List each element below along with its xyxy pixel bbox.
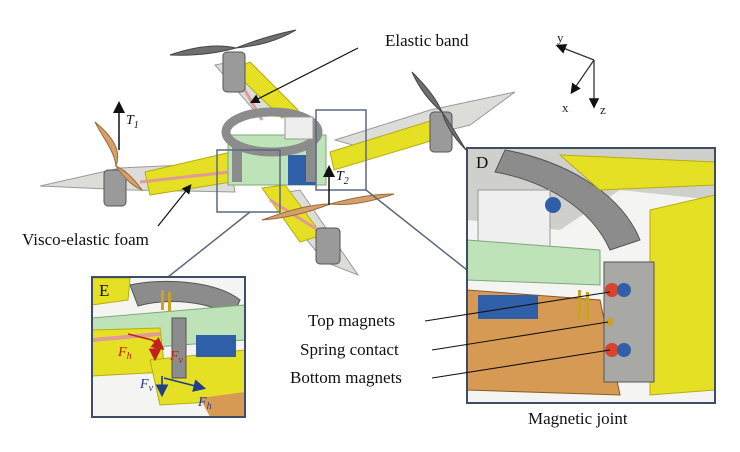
propeller-top [169, 29, 297, 56]
force-label-fh-red: Fh [117, 345, 132, 362]
foam-top-d [558, 154, 715, 191]
ring-d [494, 149, 641, 251]
panel-d-letter: D [476, 153, 488, 172]
force-label-fv-red: Fv [169, 349, 184, 366]
force-arrow-fh-red [127, 333, 165, 350]
callout-line-d [365, 189, 468, 271]
elastic-band-label: Elastic band [385, 31, 469, 50]
white-block-d [477, 189, 551, 251]
detail-panel-e [92, 277, 245, 417]
axis-y [555, 43, 595, 61]
axis-y-label: y [557, 30, 564, 45]
spring-contact-pin [586, 292, 589, 320]
panel-e-letter: E [99, 281, 109, 300]
center-post [306, 142, 316, 182]
spring-contact-dot [606, 318, 614, 326]
bottom-magnets-label: Bottom magnets [290, 368, 402, 387]
blue-block-d [478, 295, 538, 319]
detail-panel-e-frame [91, 276, 246, 418]
orange-base-e [200, 392, 245, 417]
motor-pod-bottom [315, 227, 341, 265]
detail-panel-d-frame [466, 147, 716, 404]
pin-e [168, 292, 171, 312]
top-magnets-pointer [424, 291, 611, 322]
motor-pod-top [222, 51, 246, 93]
band-e [92, 332, 161, 342]
spring-contact-pointer [431, 321, 609, 351]
center-block [284, 116, 314, 140]
pin-e [161, 290, 164, 310]
callout-line-e [167, 211, 251, 278]
board-d [467, 239, 601, 286]
propeller-bottom [261, 193, 395, 221]
coordinate-axes: y x z [555, 30, 606, 117]
bottom-magnet [617, 343, 631, 357]
axis-z-label: z [600, 102, 606, 117]
elastic-band-pointer [249, 47, 359, 104]
motor-pod-left [103, 169, 127, 207]
thrust-label-t1: T1 [126, 113, 139, 131]
motor-pod-right [429, 111, 453, 153]
center-ring [221, 107, 323, 157]
elastic-band-strand [139, 170, 231, 184]
top-magnets-label: Top magnets [308, 311, 395, 330]
spring-contact-pin [578, 290, 581, 318]
axis-x-label: x [562, 100, 569, 115]
top-magnet [617, 283, 631, 297]
axis-x [570, 59, 595, 95]
joint-post-e [171, 317, 187, 379]
foam-d [649, 194, 715, 396]
blue-block-e [196, 335, 236, 357]
visco-foam-pointer [157, 184, 192, 227]
highlight-box-d [315, 109, 367, 191]
highlight-box-e [216, 149, 281, 213]
bottom-magnets-pointer [431, 349, 611, 379]
propeller-left [94, 121, 144, 192]
thrust-label-t2: T2 [336, 169, 349, 187]
visco-foam-label: Visco-elastic foam [22, 230, 149, 249]
bottom-magnet [605, 343, 619, 357]
drone-render [39, 29, 516, 277]
center-post [232, 142, 242, 182]
battery-dot-d [545, 197, 561, 213]
top-magnet [605, 283, 619, 297]
spring-contact-label: Spring contact [300, 340, 399, 359]
magnetic-joint-label: Magnetic joint [528, 409, 628, 428]
force-label-fv-blue: Fv [139, 377, 154, 394]
foam-e-top [92, 277, 131, 306]
detail-panel-d [467, 148, 715, 403]
force-label-fh-blue: Fh [197, 395, 212, 412]
force-arrow-fh-blue [163, 377, 207, 392]
